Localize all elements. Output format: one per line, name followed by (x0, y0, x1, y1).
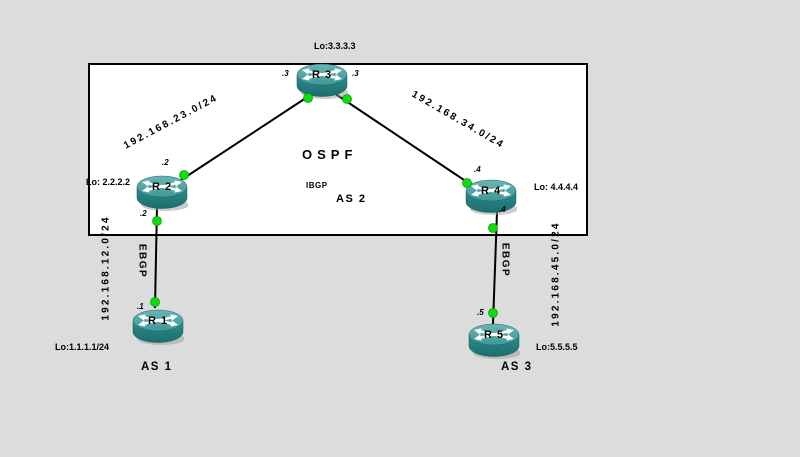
router-icon (468, 322, 520, 360)
endpoint-dot (488, 308, 498, 318)
interface-label-r3-left: .3 (282, 69, 289, 78)
loopback-label-r1: Lo:1.1.1.1/24 (55, 342, 110, 352)
subnet-label-192-168-45: 192.168.45.0/24 (550, 221, 562, 327)
loopback-label-r5: Lo:5.5.5.5 (536, 342, 578, 352)
endpoint-dot (150, 297, 160, 307)
ibgp-label: IBGP (306, 181, 328, 190)
router-r4-label: R 4 (480, 185, 502, 197)
router-r4-node[interactable]: R 4 (465, 178, 517, 216)
router-r3-node[interactable]: R 3 (296, 62, 348, 100)
loopback-label-r3: Lo:3.3.3.3 (314, 41, 356, 51)
interface-label-r4-bottom: .4 (499, 205, 506, 214)
ebgp-label-right: EBGP (499, 242, 511, 278)
router-icon (465, 178, 517, 216)
router-icon (132, 308, 184, 346)
interface-label-r2-top: .2 (162, 158, 169, 167)
interface-label-r1-top: .1 (137, 302, 144, 311)
interface-label-r4-top: .4 (474, 165, 481, 174)
router-icon (296, 62, 348, 100)
interface-label-r5-top: .5 (477, 308, 484, 317)
router-r1-label: R 1 (147, 315, 169, 327)
loopback-label-r2: Lo: 2.2.2.2 (86, 177, 131, 187)
subnet-label-192-168-12: 192.168.12.0/24 (100, 215, 112, 321)
router-r2-node[interactable]: R 2 (136, 174, 188, 212)
interface-label-r3-right: .3 (352, 69, 359, 78)
router-r2-label: R 2 (151, 181, 173, 193)
router-r5-node[interactable]: R 5 (468, 322, 520, 360)
router-icon (136, 174, 188, 212)
as1-label: AS 1 (141, 361, 173, 373)
loopback-label-r4: Lo: 4.4.4.4 (534, 182, 579, 192)
router-r3-label: R 3 (311, 69, 333, 81)
ospf-zone-title: OSPF (302, 147, 358, 162)
router-r1-node[interactable]: R 1 (132, 308, 184, 346)
as2-label: AS 2 (336, 193, 367, 205)
interface-label-r2-bottom: .2 (140, 209, 147, 218)
as3-label: AS 3 (501, 361, 533, 373)
ebgp-label-left: EBGP (136, 243, 148, 279)
router-r5-label: R 5 (483, 329, 505, 341)
